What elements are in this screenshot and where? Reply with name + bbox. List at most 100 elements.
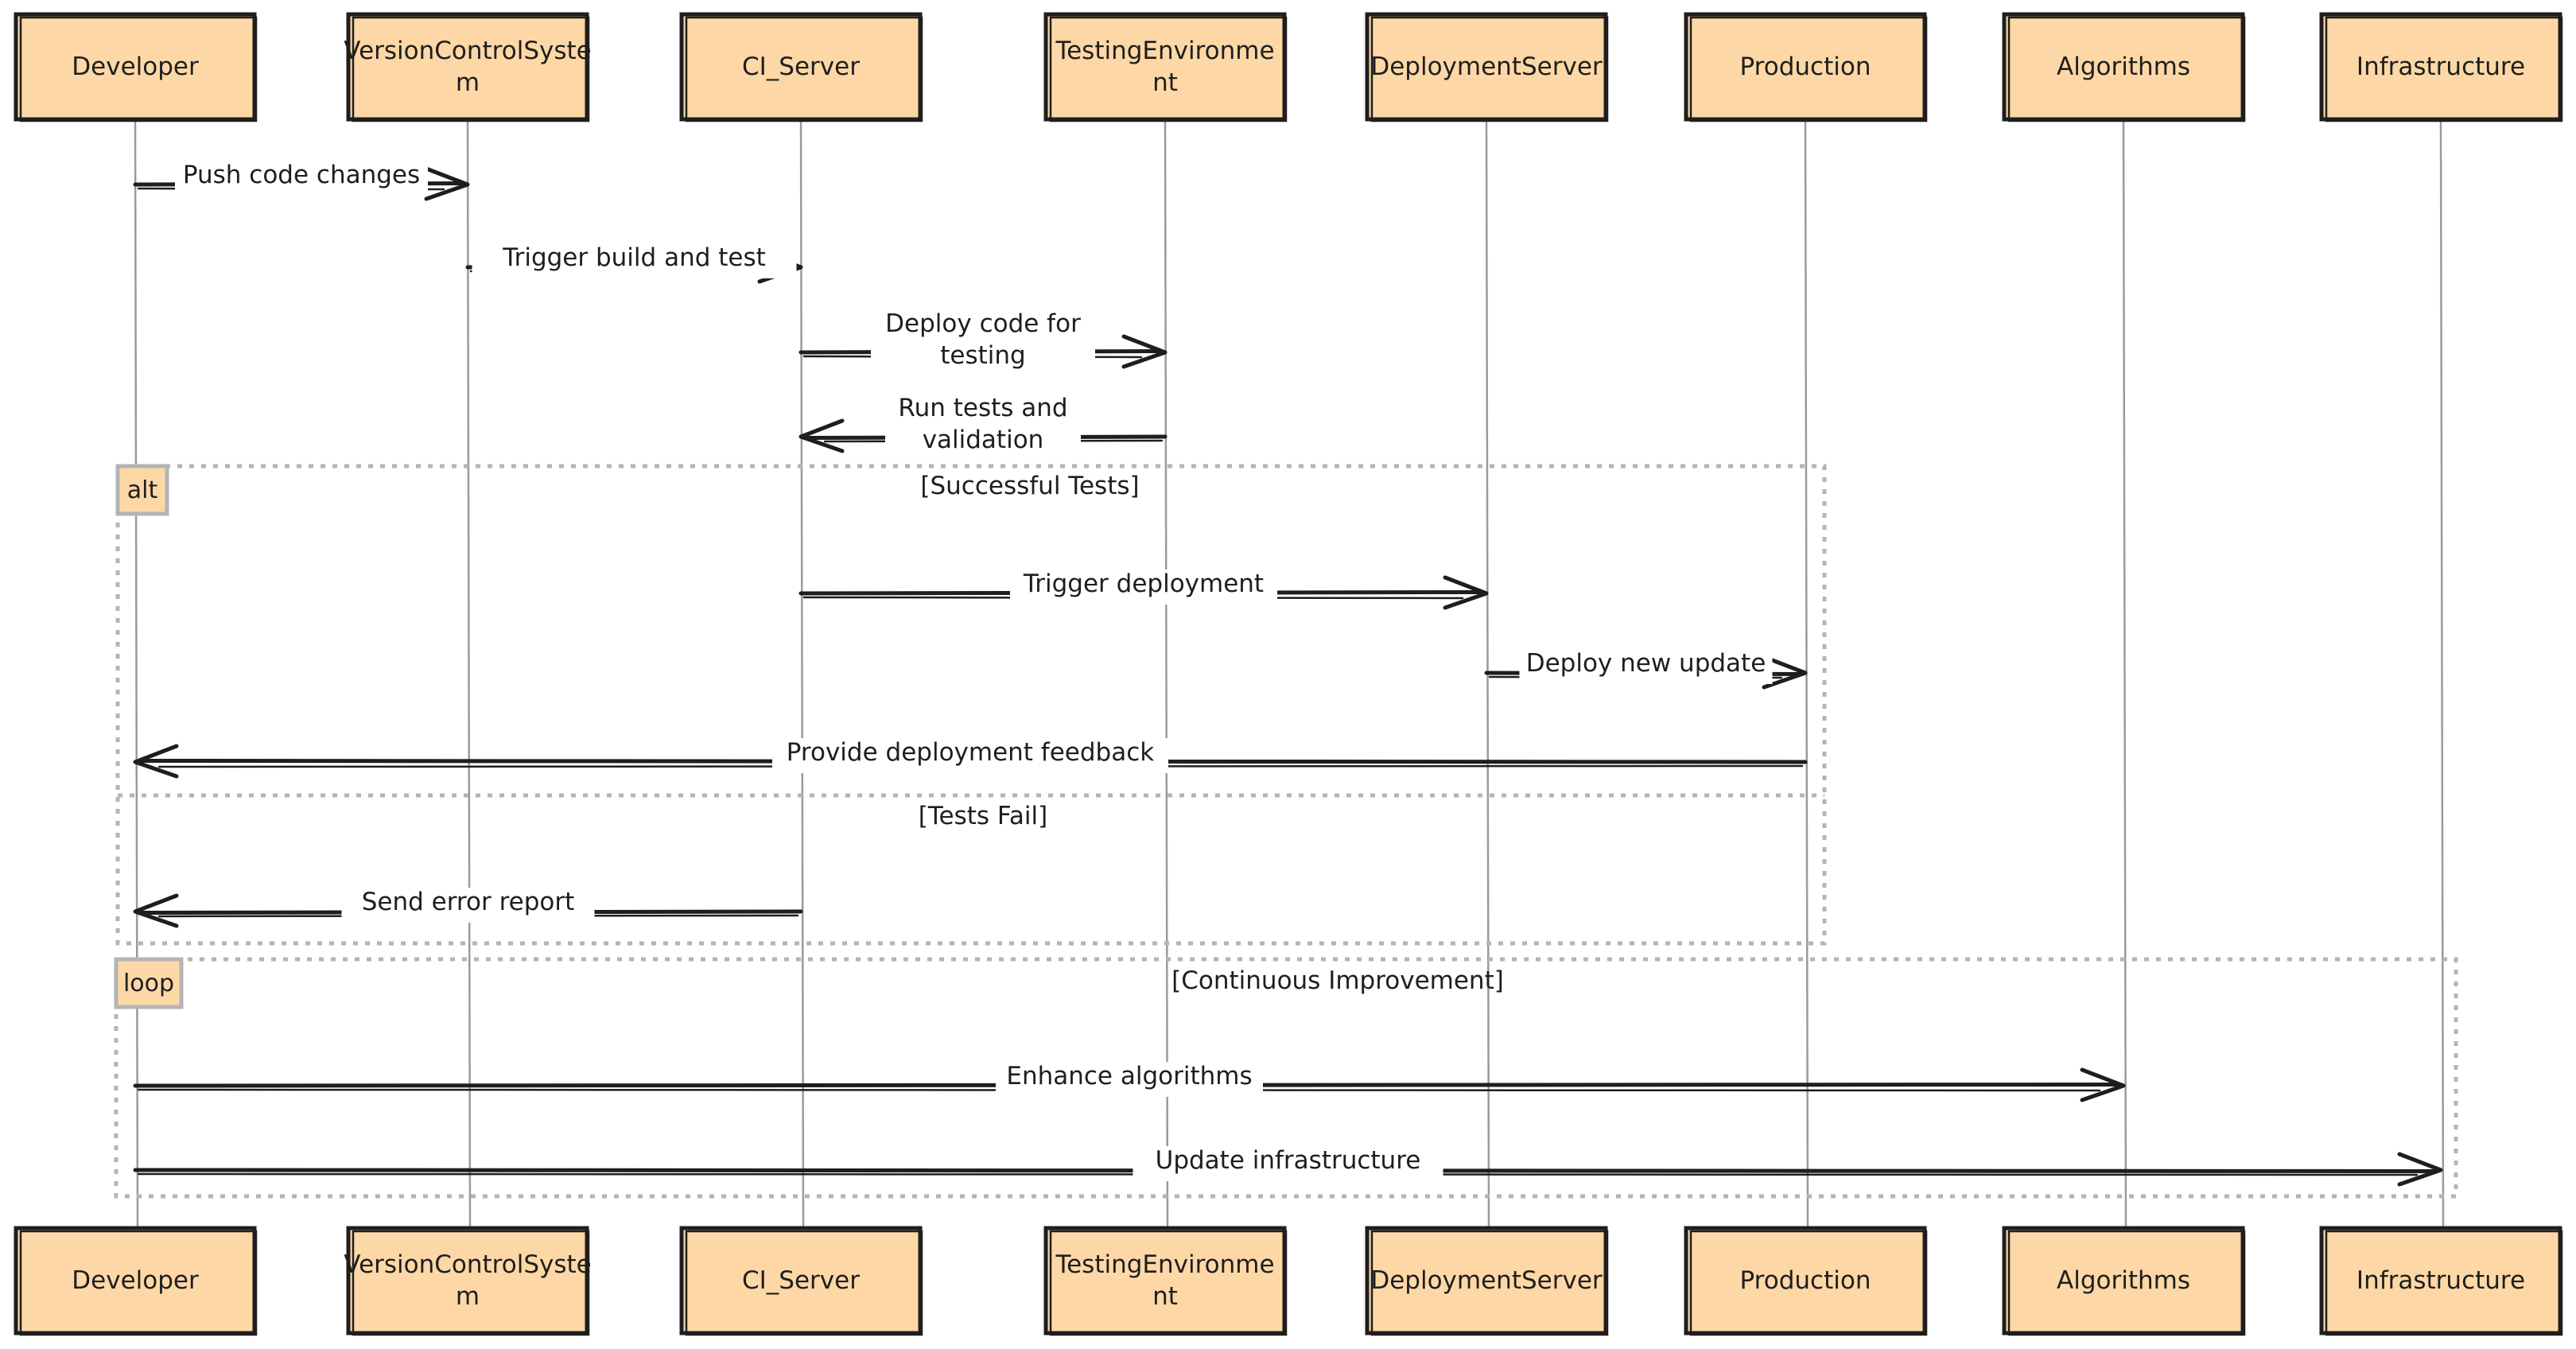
participant-label: CI_Server	[742, 1266, 860, 1295]
arrowhead-icon	[133, 744, 179, 779]
participant-label: VersionControlSyste	[344, 37, 591, 65]
message-label: Trigger deployment	[1023, 570, 1264, 598]
arrowhead-icon	[133, 893, 179, 928]
message-label-bg	[1133, 1146, 1443, 1181]
alt-frame-border	[115, 464, 1827, 946]
participant-label: Infrastructure	[2356, 52, 2525, 81]
message-developer-to-infra: Update infrastructure	[133, 1146, 2443, 1187]
message-label: Deploy new update	[1526, 649, 1766, 678]
message-label: Update infrastructure	[1156, 1146, 1421, 1175]
participant-algo-top: Algorithms	[2002, 12, 2246, 122]
message-label-bg	[1010, 570, 1277, 605]
participant-box-sketch	[1689, 16, 1928, 122]
message-ci-to-developer: Send error report	[133, 888, 803, 928]
message-label: Provide deployment feedback	[787, 738, 1154, 767]
message-label-bg	[175, 161, 428, 196]
loop-fragment: loop [Continuous Improvement]	[114, 957, 2458, 1199]
message-ci-to-deploy: Trigger deployment	[798, 570, 1489, 610]
participant-box	[2002, 12, 2245, 122]
participant-box	[1043, 12, 1287, 122]
message-label-bg	[472, 243, 797, 278]
participant-developer-bottom: Developer	[14, 1226, 258, 1336]
participant-box	[2002, 1226, 2245, 1335]
lifelines	[134, 119, 2445, 1229]
participant-label: VersionControlSyste	[344, 1250, 591, 1279]
lifeline-vcs	[466, 119, 472, 1229]
participant-label: Infrastructure	[2356, 1266, 2525, 1295]
participant-deploy-top: DeploymentServer	[1365, 12, 1609, 122]
arrowhead-icon	[1762, 655, 1808, 690]
fragments: alt[Successful Tests][Tests Fail]loop[Co…	[114, 464, 2458, 1199]
participant-label: nt	[1152, 1282, 1178, 1311]
participant-ci-top: CI_Server	[679, 12, 923, 122]
message-vcs-to-ci: Trigger build and test	[465, 243, 803, 284]
participant-label: TestingEnvironme	[1055, 37, 1274, 65]
participant-box-sketch	[2007, 16, 2246, 122]
participant-box-sketch	[1049, 16, 1288, 122]
participant-box-sketch	[685, 1230, 923, 1336]
participant-box	[1365, 12, 1608, 122]
participant-box-sketch	[2325, 16, 2563, 122]
alt-condition: [Tests Fail]	[919, 802, 1047, 830]
participant-box-sketch	[685, 16, 923, 122]
arrowhead-icon	[2080, 1067, 2126, 1102]
participant-box	[14, 1226, 257, 1335]
alt-condition: [Successful Tests]	[920, 472, 1139, 500]
message-deploy-to-prod: Deploy new update	[1484, 649, 1808, 690]
participant-box	[346, 12, 589, 122]
participant-label: Algorithms	[2057, 52, 2190, 81]
participant-box-sketch	[1370, 1230, 1609, 1336]
loop-tag-label: loop	[123, 970, 174, 997]
participant-box-sketch	[1689, 1230, 1928, 1336]
loop-frame-border	[114, 957, 2458, 1199]
participant-label: Algorithms	[2057, 1266, 2190, 1295]
participant-box-sketch	[19, 1230, 258, 1336]
participant-box	[1365, 1226, 1608, 1335]
message-developer-to-algo: Enhance algorithms	[133, 1062, 2126, 1102]
participant-box	[1684, 1226, 1927, 1335]
participant-label: TestingEnvironme	[1055, 1250, 1274, 1279]
message-label-bg	[871, 309, 1095, 376]
participant-box	[14, 12, 257, 122]
message-prod-to-developer: Provide deployment feedback	[133, 738, 1808, 779]
participant-label: Production	[1740, 1266, 1871, 1295]
alt-fragment: alt[Successful Tests][Tests Fail]	[115, 464, 1827, 946]
participant-label: DeploymentServer	[1370, 1266, 1603, 1295]
loop-tag	[114, 957, 184, 1009]
message-label: Push code changes	[183, 161, 420, 189]
message-label: Send error report	[362, 888, 575, 916]
participant-label: Production	[1740, 52, 1871, 81]
participant-box	[2319, 12, 2562, 122]
message-label-bg	[885, 394, 1081, 461]
lifeline-testenv	[1164, 119, 1169, 1229]
arrowhead-icon	[798, 418, 845, 453]
message-label: Run tests and	[898, 394, 1067, 422]
message-label-bg	[1519, 649, 1773, 684]
participant-label: Developer	[72, 52, 199, 81]
participant-testenv-top: TestingEnvironme nt	[1043, 12, 1288, 122]
participant-label: DeploymentServer	[1370, 52, 1603, 81]
participant-box	[1684, 12, 1927, 122]
participant-label: nt	[1152, 68, 1178, 97]
arrowhead-icon	[2397, 1152, 2443, 1187]
message-label-bg	[996, 1062, 1263, 1097]
lifeline-algo	[2122, 119, 2127, 1229]
lifeline-ci	[799, 119, 805, 1229]
lifeline-infra	[2439, 119, 2445, 1229]
alt-tag	[115, 464, 169, 516]
arrowhead-icon	[1121, 334, 1168, 369]
participant-deploy-bottom: DeploymentServer	[1365, 1226, 1609, 1336]
participant-box	[679, 12, 923, 122]
participant-algo-bottom: Algorithms	[2002, 1226, 2246, 1336]
participant-box	[346, 1226, 589, 1335]
message-label-bg	[772, 738, 1168, 773]
loop-condition: [Continuous Improvement]	[1171, 966, 1504, 995]
participant-prod-top: Production	[1684, 12, 1928, 122]
participant-label: m	[456, 1282, 480, 1311]
participant-box	[679, 1226, 923, 1335]
participant-box-sketch	[19, 16, 258, 122]
message-label: testing	[940, 341, 1025, 370]
participant-box-sketch	[1049, 1230, 1288, 1336]
message-developer-to-vcs: Push code changes	[133, 161, 470, 201]
